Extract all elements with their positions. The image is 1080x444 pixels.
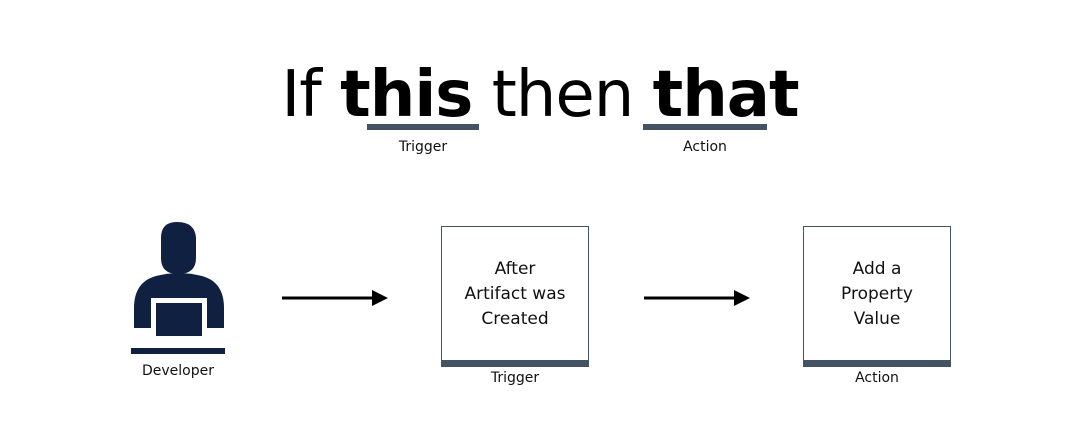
- headline-word-that: that: [652, 58, 800, 132]
- headline-action-label: Action: [683, 139, 727, 155]
- developer-label: Developer: [141, 363, 214, 379]
- headline-word-then: then: [491, 58, 635, 132]
- action-step-line: Add a: [852, 259, 902, 279]
- action-step-caption: Action: [855, 370, 899, 386]
- headline-word-this: this: [340, 58, 473, 132]
- action-step-line: Property: [841, 284, 913, 304]
- developer-at-laptop-icon: [131, 222, 225, 354]
- trigger-step-box: After Artifact was Created: [441, 226, 589, 367]
- that-underline-bar: [643, 124, 767, 130]
- trigger-step-line: Artifact was: [464, 284, 566, 304]
- arrow-right-icon: [282, 290, 388, 306]
- action-step-line: Value: [853, 309, 901, 329]
- headline-trigger-label: Trigger: [398, 139, 448, 155]
- trigger-step-text: After Artifact was Created: [442, 257, 588, 332]
- arrow-right-icon: [644, 290, 750, 306]
- headline-word-if: If: [281, 58, 321, 132]
- action-step-box: Add a Property Value: [803, 226, 951, 367]
- trigger-step-caption: Trigger: [490, 370, 540, 386]
- headline-if-this-then-that: If this then that: [0, 52, 1080, 138]
- action-step-text: Add a Property Value: [804, 257, 950, 332]
- trigger-step-line: After: [494, 259, 536, 279]
- this-underline-bar: [367, 124, 479, 130]
- trigger-step-line: Created: [481, 309, 549, 329]
